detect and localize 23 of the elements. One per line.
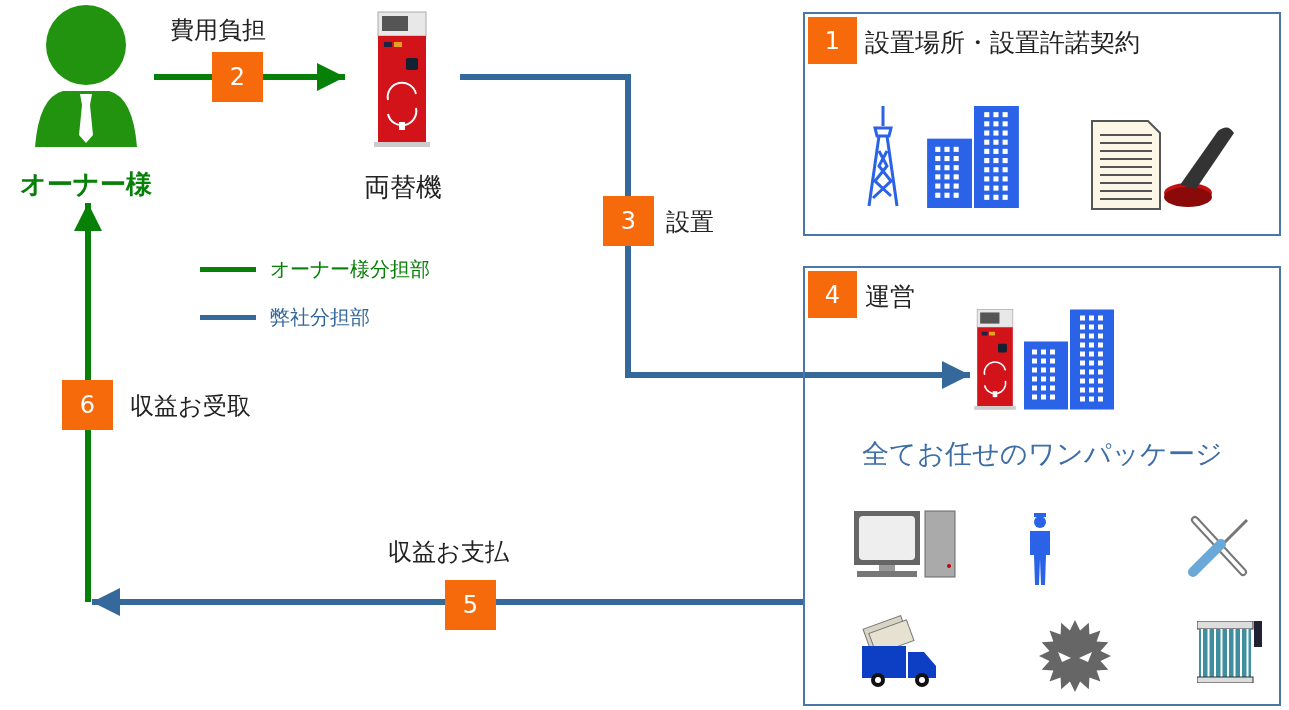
machine-label: 両替機 (362, 171, 443, 204)
number-badge: 1 (808, 17, 857, 64)
arrow (625, 246, 970, 389)
number-badge: 3 (603, 196, 654, 246)
panel-heading: 運営 (865, 281, 915, 313)
edge-label: 収益お支払 (388, 537, 509, 568)
number-badge: 6 (62, 380, 113, 430)
legend-text: 弊社分担部 (270, 304, 370, 331)
panel-heading: 設置場所・設置許諾契約 (865, 27, 1140, 59)
number-badge: 4 (808, 271, 857, 318)
panel (803, 266, 1281, 706)
number-badge: 2 (212, 52, 263, 102)
edge-label: 費用負担 (170, 15, 266, 46)
arrow (74, 203, 102, 380)
arrow (263, 63, 345, 91)
panel (803, 12, 1281, 236)
edge-label: 設置 (666, 207, 714, 238)
arrow (92, 588, 445, 616)
person-label: オーナー様 (19, 168, 153, 201)
number-badge: 5 (445, 580, 496, 630)
legend-text: オーナー様分担部 (270, 256, 430, 283)
panel-subtitle: 全てお任せのワンパッケージ (860, 437, 1224, 471)
edge-label: 収益お受取 (130, 391, 251, 422)
